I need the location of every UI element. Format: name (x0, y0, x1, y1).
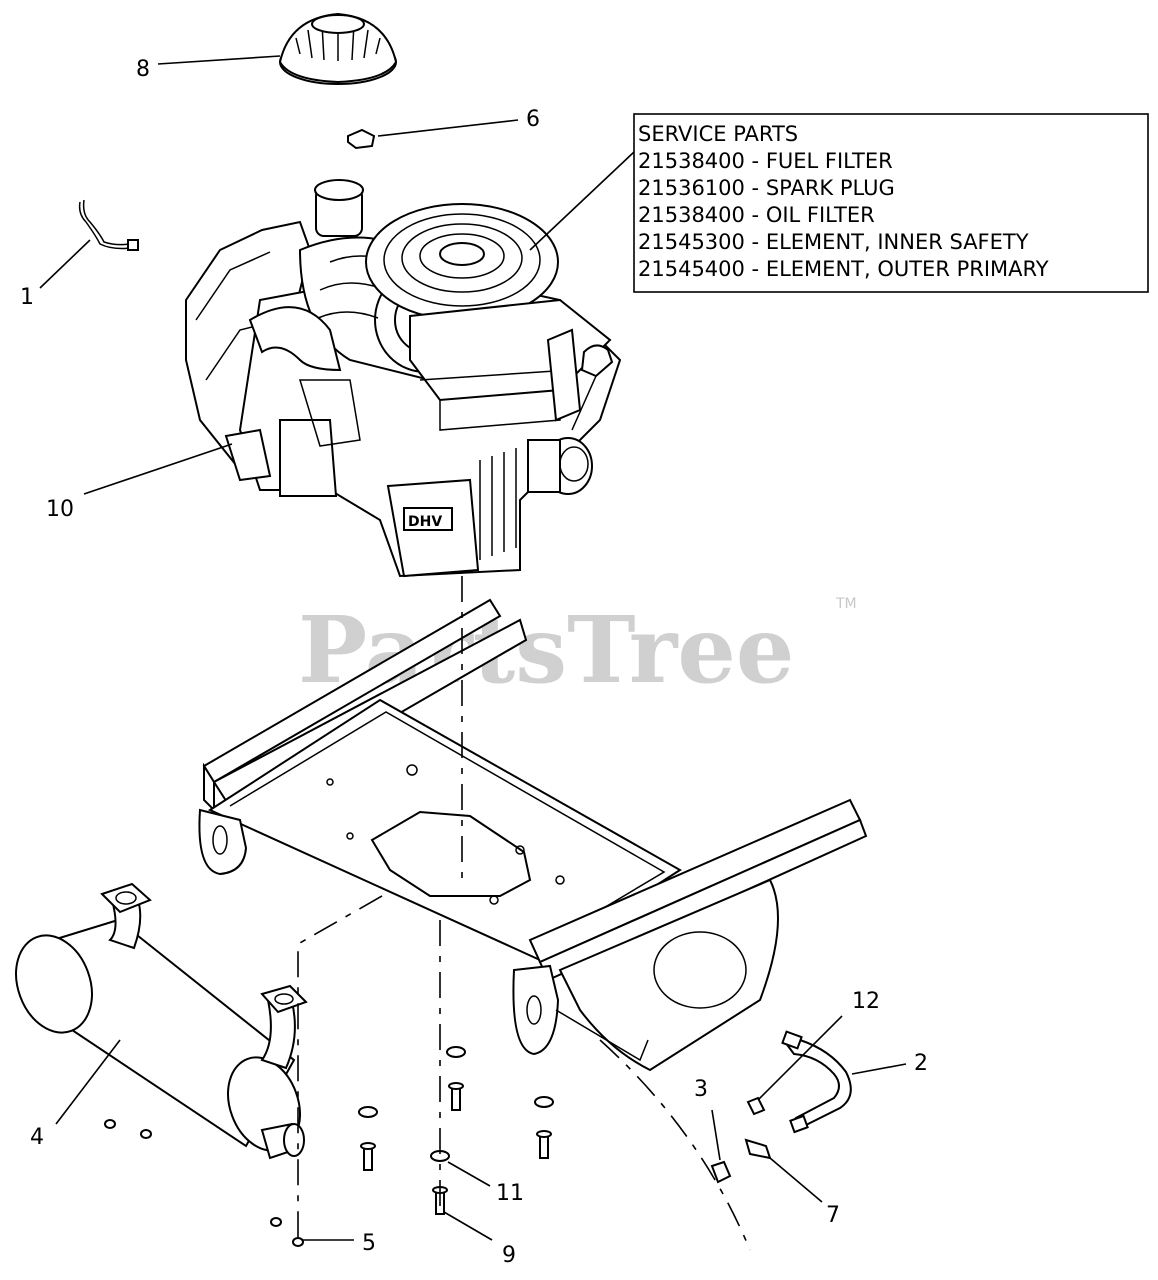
service-part-item: 21538400 - OIL FILTER (638, 203, 875, 227)
callout-5: 5 (362, 1231, 376, 1256)
callout-8: 8 (136, 57, 150, 82)
engine: DHV (185, 179, 622, 578)
callout-12: 12 (852, 989, 880, 1014)
callout-11: 11 (496, 1181, 524, 1206)
watermark-trademark: TM (835, 596, 857, 612)
part-4-muffler (15, 882, 308, 1160)
callout-2: 2 (914, 1051, 928, 1076)
part-6-clip (347, 128, 376, 150)
service-parts-box: SERVICE PARTS 21538400 - FUEL FILTER 215… (633, 113, 1149, 293)
callout-4: 4 (30, 1125, 44, 1150)
watermark: PartsTree TM (298, 596, 857, 704)
callout-1: 1 (20, 285, 34, 310)
engine-label: DHV (408, 514, 442, 530)
service-part-item: 21545400 - ELEMENT, OUTER PRIMARY (638, 257, 1049, 281)
callout-3: 3 (694, 1077, 708, 1102)
callout-9: 9 (502, 1243, 516, 1268)
callout-6: 6 (526, 107, 540, 132)
service-parts-title: SERVICE PARTS (638, 122, 798, 146)
alignment-lines (297, 576, 751, 1251)
hardware (104, 1030, 852, 1247)
callout-7: 7 (826, 1203, 840, 1228)
callout-10: 10 (46, 497, 74, 522)
part-1-wire (78, 199, 139, 251)
service-part-item: 21536100 - SPARK PLUG (638, 176, 895, 200)
callouts: 8 6 1 10 4 5 11 9 3 12 2 7 (20, 57, 928, 1268)
service-part-item: 21545300 - ELEMENT, INNER SAFETY (638, 230, 1029, 254)
engine-mount-frame (198, 598, 868, 1072)
part-8-cap (278, 12, 398, 85)
service-part-item: 21538400 - FUEL FILTER (638, 149, 893, 173)
leader-lines (39, 55, 907, 1241)
